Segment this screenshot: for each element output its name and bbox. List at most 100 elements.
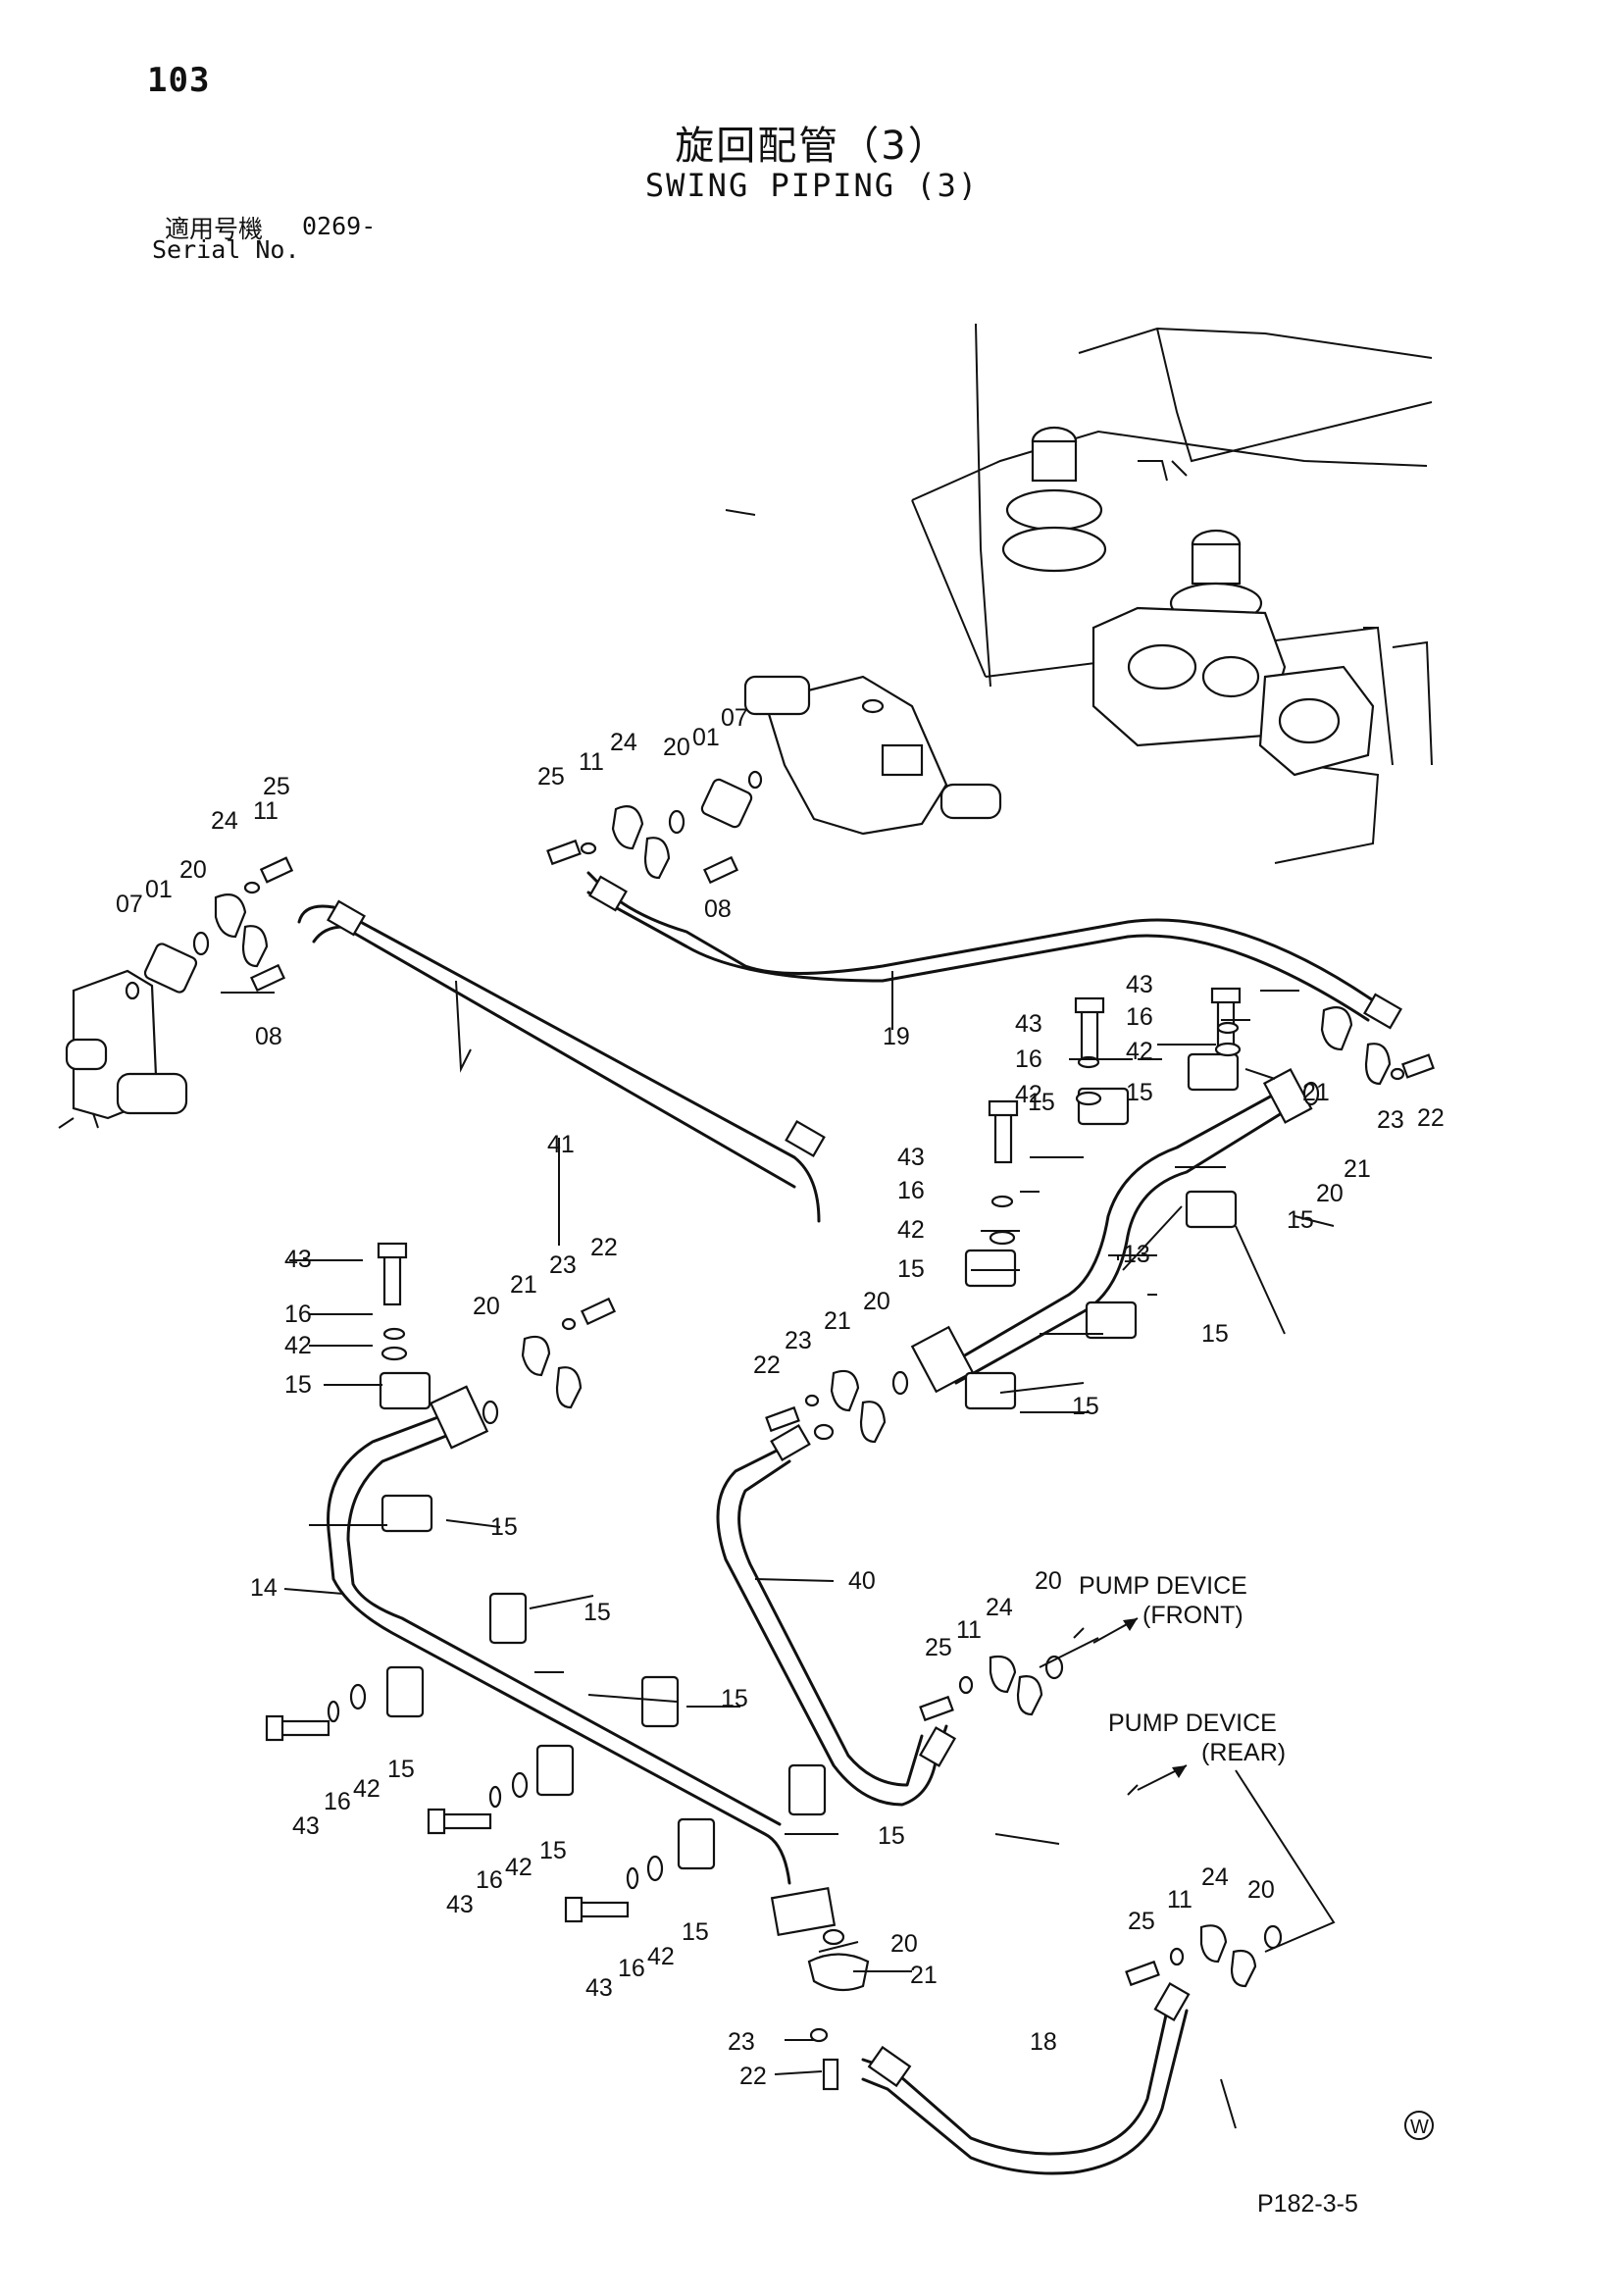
- callout-15: 15: [1287, 1206, 1314, 1234]
- callout-11: 11: [579, 748, 604, 776]
- callout-43: 43: [292, 1812, 320, 1840]
- callout-15: 15: [387, 1756, 415, 1783]
- callout-20: 20: [473, 1293, 500, 1320]
- callout-20: 20: [1035, 1567, 1062, 1595]
- callout-24: 24: [610, 729, 637, 756]
- fastener-parts: [125, 770, 1435, 2091]
- pipe-41: [297, 899, 826, 1223]
- callout-11: 11: [956, 1616, 982, 1644]
- callout-24: 24: [1201, 1863, 1229, 1891]
- callout-42: 42: [1126, 1038, 1153, 1065]
- callout-43: 43: [897, 1144, 925, 1171]
- valve-left-drawing: [58, 969, 188, 1129]
- clamp-parts: [379, 1052, 1240, 1870]
- callout-40: 40: [848, 1567, 876, 1595]
- pipe-18: [861, 1982, 1191, 2175]
- callout-15: 15: [490, 1513, 518, 1541]
- callout-19: 19: [883, 1023, 910, 1050]
- callout-42: 42: [353, 1775, 381, 1803]
- callout-21: 21: [1302, 1079, 1330, 1106]
- callout-16: 16: [1015, 1046, 1042, 1073]
- page-number: 103: [147, 61, 211, 100]
- callout-23: 23: [1377, 1106, 1404, 1134]
- callout-13: 13: [1123, 1241, 1150, 1268]
- callout-24: 24: [211, 807, 238, 835]
- callout-22: 22: [739, 2063, 767, 2090]
- serial-label-english: Serial No.: [152, 235, 300, 264]
- callout-42: 42: [897, 1216, 925, 1244]
- callout-15: 15: [721, 1685, 748, 1712]
- callout-43: 43: [446, 1891, 474, 1918]
- callout-23: 23: [728, 2028, 755, 2056]
- callout-42: 42: [505, 1854, 533, 1881]
- callout-16: 16: [284, 1301, 312, 1328]
- callout-25: 25: [263, 773, 290, 800]
- callout-16: 16: [618, 1955, 645, 1982]
- destination-notes: PUMP DEVICE (FRONT) PUMP DEVICE (REAR): [1079, 1572, 1286, 1766]
- callout-15: 15: [1126, 1079, 1153, 1106]
- callout-16: 16: [476, 1866, 503, 1894]
- callout-15: 15: [1072, 1393, 1099, 1420]
- footer: W P182-3-5: [1257, 2111, 1434, 2218]
- title-japanese: 旋回配管（3）: [675, 124, 949, 169]
- callout-20: 20: [890, 1930, 918, 1958]
- callout-16: 16: [324, 1788, 351, 1815]
- callout-41: 41: [547, 1131, 575, 1158]
- callout-23: 23: [785, 1327, 812, 1354]
- callout-labels: 25 11 24 20 01 07 08 25 11 24 20 01 07 0…: [116, 704, 1445, 2090]
- callout-01: 01: [692, 724, 720, 751]
- callout-42: 42: [284, 1332, 312, 1359]
- callout-22: 22: [590, 1234, 618, 1261]
- callout-21: 21: [910, 1962, 938, 1989]
- callout-01: 01: [145, 876, 173, 903]
- callout-15: 15: [539, 1837, 567, 1864]
- callout-42: 42: [647, 1943, 675, 1970]
- callout-11: 11: [253, 797, 279, 825]
- callout-15: 15: [1201, 1320, 1229, 1348]
- callout-07: 07: [116, 891, 143, 918]
- drawing-code: P182-3-5: [1257, 2190, 1358, 2218]
- callout-14: 14: [250, 1574, 278, 1602]
- callout-15: 15: [584, 1599, 611, 1626]
- callout-43: 43: [1126, 971, 1153, 998]
- callout-20: 20: [179, 856, 207, 884]
- note-pump-front-line2: (FRONT): [1142, 1602, 1243, 1629]
- callout-25: 25: [1128, 1908, 1155, 1935]
- callout-15: 15: [284, 1371, 312, 1399]
- callout-20: 20: [863, 1288, 890, 1315]
- callout-21: 21: [1344, 1155, 1371, 1183]
- pipe-40: [716, 1423, 957, 1807]
- callout-07: 07: [721, 704, 748, 732]
- callout-15: 15: [897, 1255, 925, 1283]
- callout-43: 43: [1015, 1010, 1042, 1038]
- callout-43: 43: [585, 1974, 613, 2002]
- callout-18: 18: [1030, 2028, 1057, 2056]
- callout-08: 08: [704, 895, 732, 923]
- pipe-19: [586, 871, 1402, 1030]
- circled-mark-icon: [1404, 2111, 1434, 2140]
- title-english: SWING PIPING (3): [644, 167, 980, 204]
- callout-21: 21: [824, 1307, 851, 1335]
- callout-20: 20: [1316, 1180, 1344, 1207]
- callout-16: 16: [1126, 1003, 1153, 1031]
- callout-15: 15: [1028, 1089, 1055, 1116]
- callout-25: 25: [925, 1634, 952, 1661]
- callout-21: 21: [510, 1271, 537, 1299]
- callout-42: 42: [1015, 1081, 1042, 1108]
- circled-mark-letter: W: [1410, 2117, 1429, 2138]
- valve-center-drawing: [743, 675, 1002, 836]
- callout-11: 11: [1167, 1886, 1193, 1913]
- note-pump-front-line1: PUMP DEVICE: [1079, 1572, 1247, 1600]
- callout-15: 15: [878, 1822, 905, 1850]
- callout-24: 24: [986, 1594, 1013, 1621]
- callout-20: 20: [663, 734, 690, 761]
- callout-20: 20: [1247, 1876, 1275, 1904]
- machine-body-drawing: [911, 323, 1433, 864]
- note-pump-rear-line2: (REAR): [1201, 1739, 1286, 1766]
- note-pump-rear-line1: PUMP DEVICE: [1108, 1709, 1277, 1737]
- callout-22: 22: [753, 1352, 781, 1379]
- pipe-14: [327, 1385, 837, 1937]
- serial-label-japanese: 適用号機: [165, 215, 264, 243]
- serial-number-value: 0269-: [302, 212, 377, 240]
